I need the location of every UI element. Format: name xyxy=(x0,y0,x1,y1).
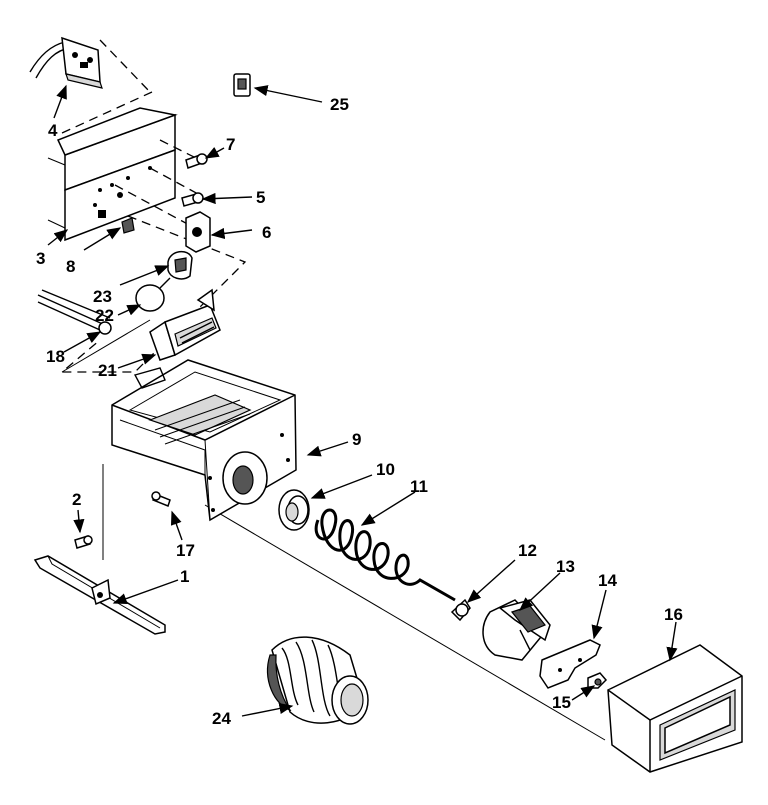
callout-1: 1 xyxy=(180,567,189,586)
part-9-housing xyxy=(111,359,297,522)
callout-5: 5 xyxy=(256,188,265,207)
part-15-nut xyxy=(587,672,608,689)
callout-18: 18 xyxy=(46,347,65,366)
part-6-bracket xyxy=(185,211,211,253)
callout-15: 15 xyxy=(552,693,571,712)
callout-4: 4 xyxy=(48,121,58,140)
part-5-screw xyxy=(181,192,204,207)
part-13-crusher xyxy=(482,599,551,661)
part-11-auger xyxy=(314,508,456,602)
part-24-cylinder xyxy=(266,636,369,725)
callout-25: 25 xyxy=(330,95,349,114)
callout-13: 13 xyxy=(556,557,575,576)
part-7-screw xyxy=(185,153,208,169)
callout-6: 6 xyxy=(262,223,271,242)
callout-22: 22 xyxy=(95,306,114,325)
part-22-bulb xyxy=(135,277,171,312)
callout-11: 11 xyxy=(410,477,428,496)
part-3-housing xyxy=(47,107,201,242)
part-8-block xyxy=(121,217,135,234)
part-1-rail xyxy=(33,555,166,635)
part-23-socket xyxy=(167,250,193,280)
part-16-cover xyxy=(607,644,743,773)
callout-10: 10 xyxy=(376,460,395,479)
callout-7: 7 xyxy=(226,135,235,154)
callout-labels: 25 4 7 5 6 3 8 23 22 18 21 9 10 11 2 17 … xyxy=(36,95,683,728)
leader-lines xyxy=(47,84,678,717)
part-12-blade xyxy=(450,598,471,622)
part-21-shield xyxy=(149,288,221,361)
part-14-bracket xyxy=(539,639,601,689)
callout-8: 8 xyxy=(66,257,75,276)
part-25-clip xyxy=(233,73,251,97)
part-10-bearing xyxy=(278,489,310,531)
part-17-screw xyxy=(151,491,171,507)
callout-12: 12 xyxy=(518,541,537,560)
callout-24: 24 xyxy=(212,709,231,728)
callout-3: 3 xyxy=(36,249,45,268)
callout-16: 16 xyxy=(664,605,683,624)
callout-2: 2 xyxy=(72,490,81,509)
callout-23: 23 xyxy=(93,287,112,306)
part-2-screw xyxy=(74,535,93,549)
part-18-harness xyxy=(37,289,112,335)
callout-9: 9 xyxy=(352,430,361,449)
callout-14: 14 xyxy=(598,571,617,590)
callout-21: 21 xyxy=(98,361,117,380)
callout-17: 17 xyxy=(176,541,195,560)
assembly-plane-lines xyxy=(60,39,606,741)
part-4-switch xyxy=(29,36,103,89)
